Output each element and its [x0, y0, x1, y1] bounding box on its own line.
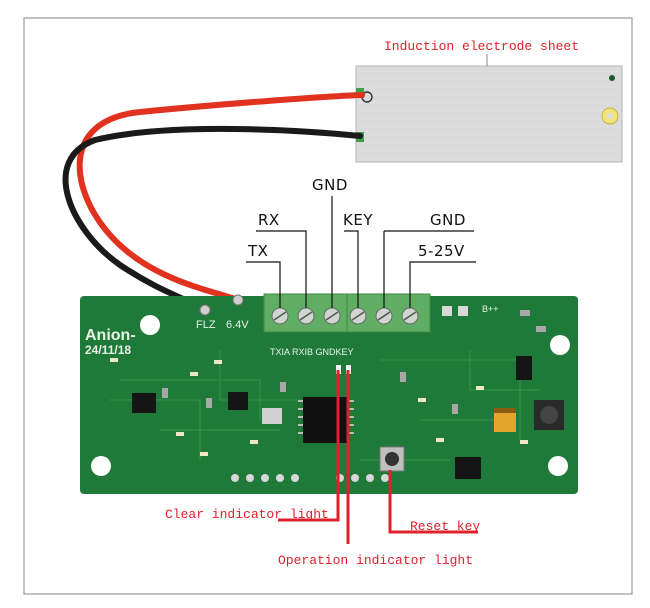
bpp-label: B++ — [482, 304, 499, 314]
callout-reset-key: Reset key — [410, 519, 480, 534]
callout-clear-indicator: Clear indicator light — [165, 507, 329, 522]
pcb-board — [80, 296, 578, 494]
operation-indicator-led — [346, 365, 351, 374]
terminal-block — [263, 293, 431, 333]
flz-label: FLZ — [196, 319, 216, 331]
pin-label-rx: RX — [258, 211, 280, 229]
header-silk-label: TXIA RXIB GNDKEY — [270, 347, 354, 357]
pin-label-5-25v: 5-25V — [418, 242, 465, 260]
board-date: 24/11/18 — [85, 343, 131, 357]
pin-label-key: KEY — [343, 211, 373, 229]
black-wire — [62, 125, 363, 313]
clear-indicator-led — [336, 365, 341, 374]
callout-leaders — [278, 370, 478, 544]
pin-label-tx: TX — [247, 242, 268, 260]
pin-label-gnd: GND — [430, 211, 466, 229]
callout-electrode: Induction electrode sheet — [384, 39, 579, 54]
callout-operation-indicator: Operation indicator light — [278, 553, 473, 568]
voltage-label: 6.4V — [226, 319, 249, 331]
board-name: Anion- — [85, 327, 136, 344]
induction-electrode-sheet — [355, 65, 623, 163]
microcontroller-chip — [303, 397, 349, 443]
pin-label-gnd-top: GND — [312, 176, 348, 194]
